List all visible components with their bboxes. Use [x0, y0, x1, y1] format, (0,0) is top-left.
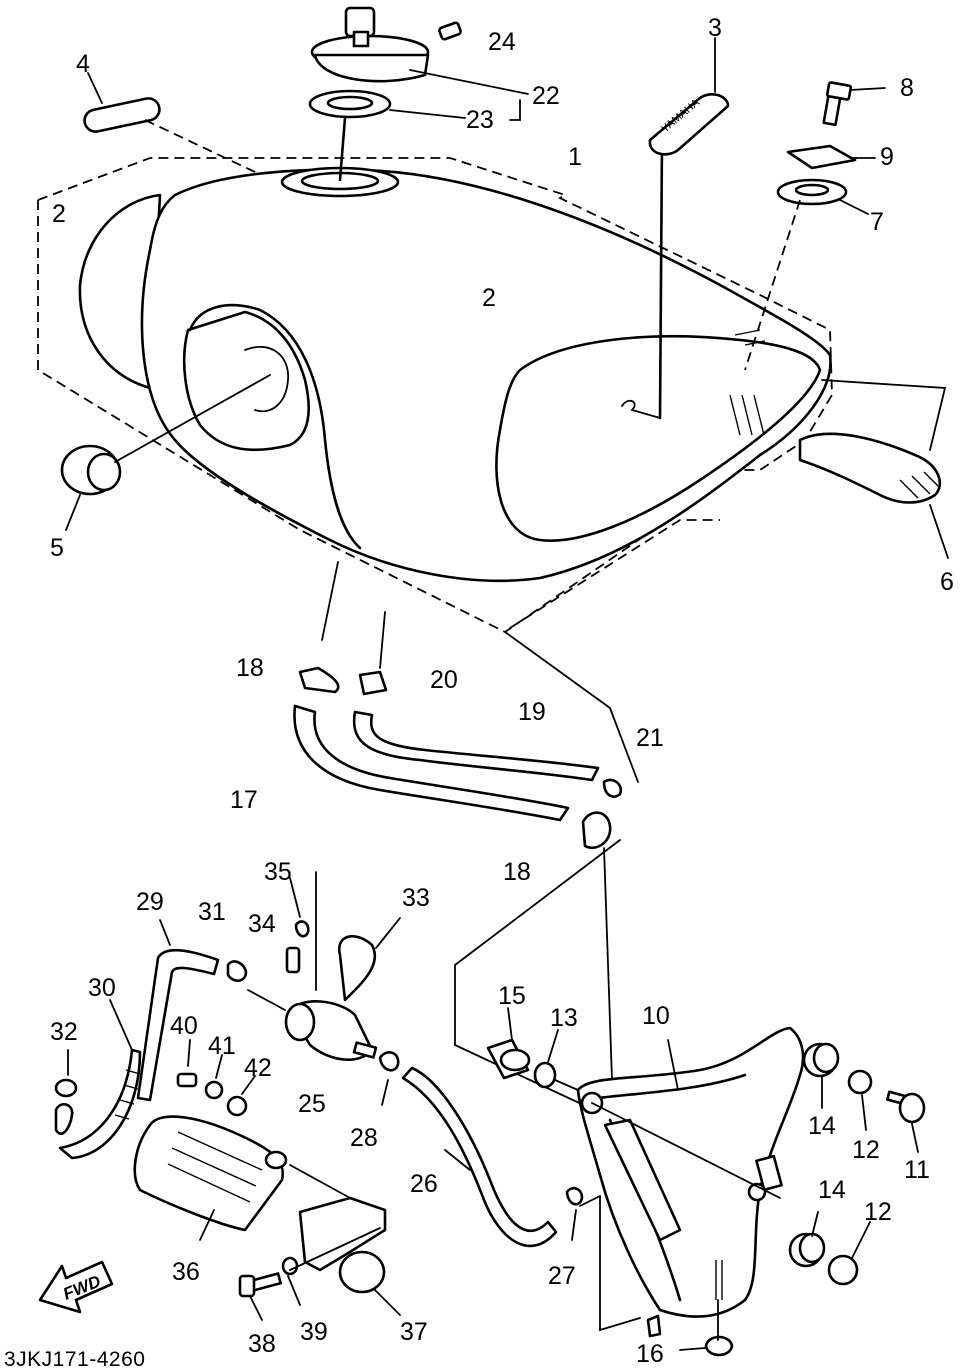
- callout-12-lower: 12: [864, 1198, 892, 1226]
- callout-12-upper: 12: [852, 1136, 880, 1164]
- fuel-tank: [78, 138, 832, 583]
- fuel-filter: [226, 871, 401, 1106]
- side-cover: [576, 1026, 805, 1338]
- callout-8: 8: [900, 74, 914, 102]
- callout-27: 27: [548, 1262, 576, 1290]
- grommets-and-fasteners: [486, 1007, 926, 1357]
- cover-and-bracket: [133, 1039, 401, 1321]
- callout-33: 33: [402, 884, 430, 912]
- callout-41: 41: [208, 1032, 236, 1060]
- fuel-cap: [308, 6, 529, 182]
- callout-25: 25: [298, 1090, 326, 1118]
- callout-labels: 1 2 2 3 4 5 6 7 8 9 10 11 12 12 13 14 14…: [50, 14, 954, 1368]
- callout-37: 37: [400, 1318, 428, 1346]
- callout-40: 40: [170, 1012, 198, 1040]
- callout-10: 10: [642, 1002, 670, 1030]
- callout-32: 32: [50, 1018, 78, 1046]
- callout-3: 3: [708, 14, 722, 42]
- callout-22: 22: [532, 82, 560, 110]
- rear-bracket: [798, 379, 949, 559]
- callout-6: 6: [940, 568, 954, 596]
- callout-2-right: 2: [482, 284, 496, 312]
- callout-26: 26: [410, 1170, 438, 1198]
- callout-35: 35: [264, 858, 292, 886]
- fuel-hoses: [293, 561, 639, 1109]
- callout-7: 7: [870, 208, 884, 236]
- callout-19: 19: [518, 698, 546, 726]
- callout-18-upper: 18: [236, 654, 264, 682]
- callout-1: 1: [568, 143, 582, 171]
- callout-11: 11: [904, 1156, 930, 1184]
- lower-hoses: [54, 919, 558, 1248]
- rubber-band: [83, 72, 256, 173]
- tank-cap-5: [60, 374, 271, 531]
- callout-38: 38: [248, 1330, 276, 1358]
- callout-39: 39: [300, 1318, 328, 1346]
- tank-assembly-outline: [37, 157, 833, 634]
- callout-14-lower: 14: [818, 1176, 846, 1204]
- emblem: YAMAHA: [648, 37, 730, 156]
- callout-18-lower: 18: [503, 858, 531, 886]
- callout-5: 5: [50, 534, 64, 562]
- callout-9: 9: [880, 143, 894, 171]
- callout-21: 21: [636, 724, 664, 752]
- callout-20: 20: [430, 666, 458, 694]
- callout-13: 13: [550, 1004, 578, 1032]
- callout-15: 15: [498, 982, 526, 1010]
- callout-29: 29: [136, 888, 164, 916]
- callout-31: 31: [198, 898, 226, 926]
- callout-34: 34: [248, 910, 276, 938]
- diagram-code: 3JKJ171-4260: [4, 1348, 145, 1370]
- callout-4: 4: [76, 50, 90, 78]
- callout-16: 16: [636, 1340, 664, 1368]
- callout-24: 24: [488, 28, 516, 56]
- callout-23: 23: [466, 106, 494, 134]
- callout-17: 17: [230, 786, 258, 814]
- callout-28: 28: [350, 1124, 378, 1152]
- forward-arrow: [38, 1260, 114, 1314]
- callout-14-upper: 14: [808, 1112, 836, 1140]
- bolt-washer-damper: [744, 81, 886, 371]
- callout-2-left: 2: [52, 200, 66, 228]
- callout-42: 42: [244, 1054, 272, 1082]
- callout-30: 30: [88, 974, 116, 1002]
- callout-36: 36: [172, 1258, 200, 1286]
